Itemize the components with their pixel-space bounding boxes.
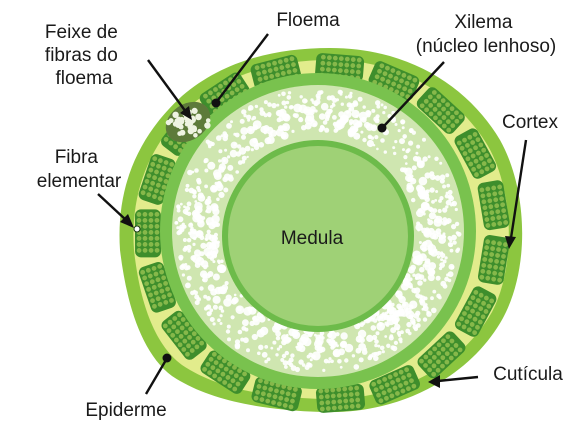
cortex-label: Cortex	[502, 112, 558, 133]
phloem-fiber-bundle-label-line1: Feixe de	[45, 22, 118, 43]
elementary-fiber-marker	[134, 226, 140, 232]
elementary-fiber-label: Fibra elementar	[37, 147, 122, 192]
epidermis-leader-dot	[163, 354, 172, 363]
phloem-label: Floema	[276, 10, 340, 31]
pith-label: Medula	[281, 228, 344, 249]
epidermis-leader	[146, 360, 166, 394]
xylem-label-line1: Xilema	[454, 12, 513, 33]
phloem-fiber-bundle-label-line3: floema	[55, 68, 112, 89]
xylem-leader-dot	[378, 124, 387, 133]
phloem-fiber-bundle-label-line2: fibras do	[45, 45, 118, 66]
elementary-fiber-label-line1: Fibra	[55, 147, 99, 168]
fiber-bundle	[135, 209, 161, 257]
phloem-leader-dot	[212, 99, 221, 108]
phloem-fiber-bundle-leader	[148, 60, 186, 112]
elementary-fiber-label-line2: elementar	[37, 171, 122, 192]
cuticle-label: Cutícula	[493, 364, 563, 385]
xylem-label: Xilema (núcleo lenhoso)	[416, 12, 556, 57]
phloem-fiber-bundle-label: Feixe de fibras do floema	[45, 22, 123, 89]
xylem-label-line2: (núcleo lenhoso)	[416, 36, 556, 57]
epidermis-label: Epiderme	[85, 400, 166, 421]
